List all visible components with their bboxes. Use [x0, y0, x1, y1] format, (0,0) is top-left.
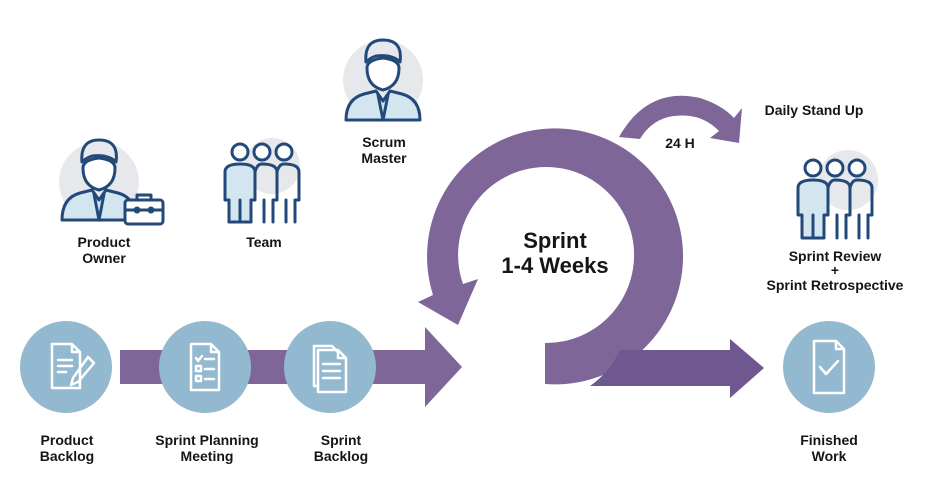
- label-line: Finished: [800, 432, 858, 448]
- review-label: Sprint Review + Sprint Retrospective: [767, 248, 904, 293]
- label-line: Scrum: [362, 134, 406, 150]
- step-label-sprint-planning-meeting: Sprint Planning Meeting: [155, 432, 258, 464]
- daily-stand-up-label: Daily Stand Up: [765, 102, 864, 118]
- label-line: Product: [40, 432, 94, 448]
- label-line: Work: [811, 448, 847, 464]
- label-line: Product: [77, 234, 131, 250]
- label-line: Master: [361, 150, 407, 166]
- step-label-sprint-backlog: Sprint Backlog: [314, 432, 368, 464]
- label-line: Sprint: [523, 228, 587, 253]
- label-line: Team: [246, 234, 282, 250]
- label-line: Meeting: [180, 448, 234, 464]
- step-label-finished-work: Finished Work: [800, 432, 858, 464]
- role-label-product-owner: Product Owner: [78, 234, 131, 266]
- label-line: Owner: [82, 250, 126, 266]
- step-label-product-backlog: Product Backlog: [40, 432, 94, 464]
- step-circle: [783, 321, 875, 413]
- label-line: 24 H: [665, 135, 695, 151]
- daily-cycle-label: 24 H: [665, 135, 695, 151]
- label-line: 1-4 Weeks: [501, 253, 609, 278]
- step-circle: [284, 321, 376, 413]
- label-line: Sprint Planning: [155, 432, 259, 448]
- label-line: Sprint Retrospective: [766, 277, 904, 293]
- role-label-team: Team: [246, 234, 282, 250]
- sprint-exit-arrow: [590, 339, 764, 398]
- document-check-icon: [812, 339, 846, 395]
- document-pencil-icon: [50, 342, 96, 390]
- documents-stack-icon: [312, 344, 348, 394]
- step-circle: [159, 321, 251, 413]
- label-line: Backlog: [39, 448, 95, 464]
- label-line: +: [830, 262, 840, 278]
- group-icon: [796, 158, 874, 240]
- person-briefcase-icon: [60, 138, 165, 226]
- person-icon: [344, 38, 422, 122]
- arrow-into-sprint: [350, 327, 462, 407]
- sprint-label: Sprint 1-4 Weeks: [501, 228, 608, 278]
- daily-cycle-arrow: [619, 95, 742, 143]
- label-line: Sprint Review: [788, 248, 882, 264]
- group-icon: [223, 142, 301, 224]
- label-line: Daily Stand Up: [764, 102, 864, 118]
- role-label-scrum-master: Scrum Master: [361, 134, 406, 166]
- checklist-icon: [189, 342, 221, 392]
- label-line: Sprint: [320, 432, 362, 448]
- sprint-loop-arrow: [418, 128, 684, 385]
- label-line: Backlog: [313, 448, 369, 464]
